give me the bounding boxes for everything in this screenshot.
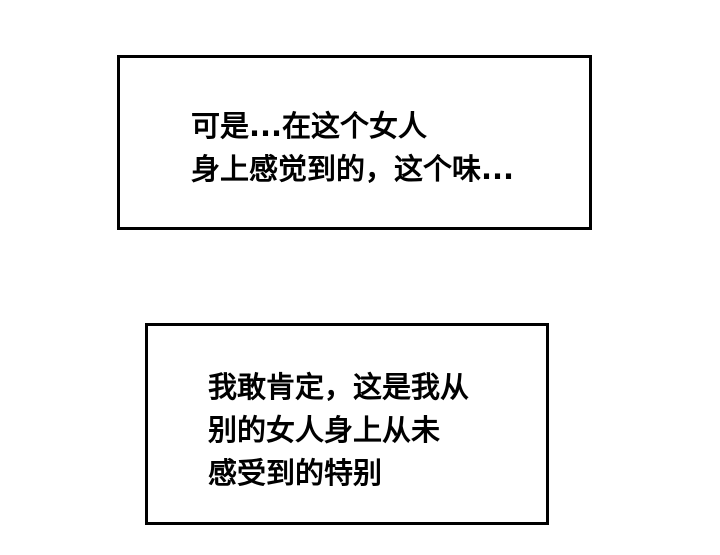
caption-text-1: 可是...在这个女人 身上感觉到的，这个味...	[191, 105, 514, 191]
caption-line: 别的女人身上从未	[208, 413, 441, 447]
caption-line: 我敢肯定，这是我从	[208, 370, 470, 404]
caption-line: 感受到的特别	[208, 456, 383, 490]
caption-box-2: 我敢肯定，这是我从 别的女人身上从未 感受到的特别	[145, 323, 549, 525]
caption-line: 身上感觉到的，这个味...	[191, 152, 515, 186]
caption-box-1: 可是...在这个女人 身上感觉到的，这个味...	[117, 55, 592, 230]
caption-line: 可是...在这个女人	[191, 109, 428, 143]
caption-text-2: 我敢肯定，这是我从 别的女人身上从未 感受到的特别	[208, 366, 469, 495]
